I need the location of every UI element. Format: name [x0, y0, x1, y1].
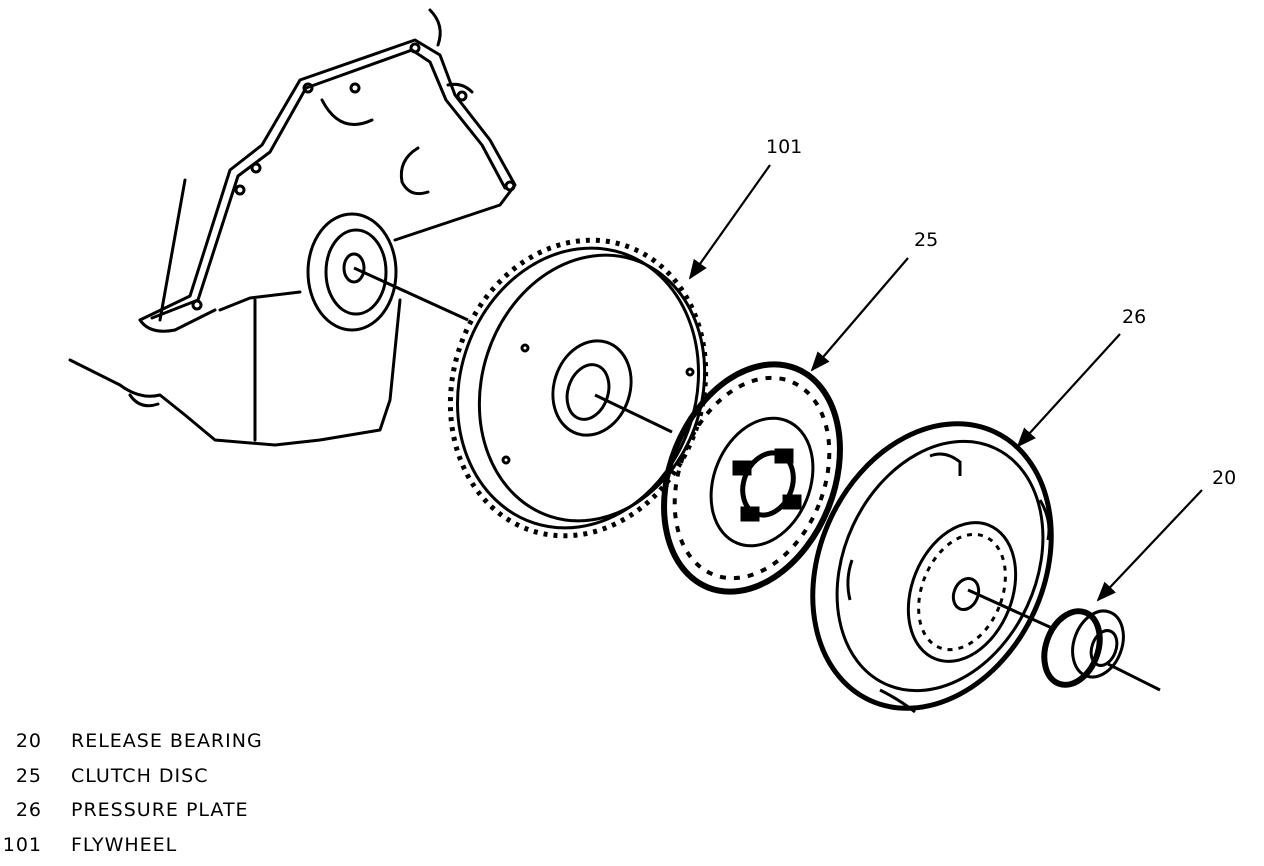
legend-number: 20	[16, 730, 42, 752]
callout-20: 20	[1212, 467, 1236, 489]
leader-line-20	[1098, 490, 1202, 600]
flywheel	[413, 207, 743, 570]
legend-row: 26 PRESSURE PLATE	[0, 797, 420, 832]
legend-label: RELEASE BEARING	[71, 730, 263, 752]
legend-number: 25	[16, 765, 42, 787]
legend-label: CLUTCH DISC	[71, 765, 208, 787]
callout-26: 26	[1122, 306, 1146, 328]
legend-number: 101	[3, 834, 42, 856]
callout-25: 25	[914, 229, 938, 251]
legend-row: 20 RELEASE BEARING	[0, 728, 420, 763]
legend-label: FLYWHEEL	[71, 834, 177, 856]
leader-line-25	[812, 258, 908, 370]
legend-row: 101 FLYWHEEL	[0, 832, 420, 866]
legend-label: PRESSURE PLATE	[71, 799, 249, 821]
callout-101: 101	[766, 136, 802, 158]
clutch-disc	[632, 338, 872, 618]
leader-line-101	[690, 165, 770, 278]
leader-line-26	[1018, 334, 1120, 446]
release-bearing	[1035, 603, 1133, 692]
legend-number: 26	[16, 799, 42, 821]
engine-block	[70, 10, 515, 445]
legend-row: 25 CLUTCH DISC	[0, 763, 420, 798]
pressure-plate	[768, 385, 1096, 748]
parts-legend: 20 RELEASE BEARING 25 CLUTCH DISC 26 PRE…	[0, 728, 420, 866]
